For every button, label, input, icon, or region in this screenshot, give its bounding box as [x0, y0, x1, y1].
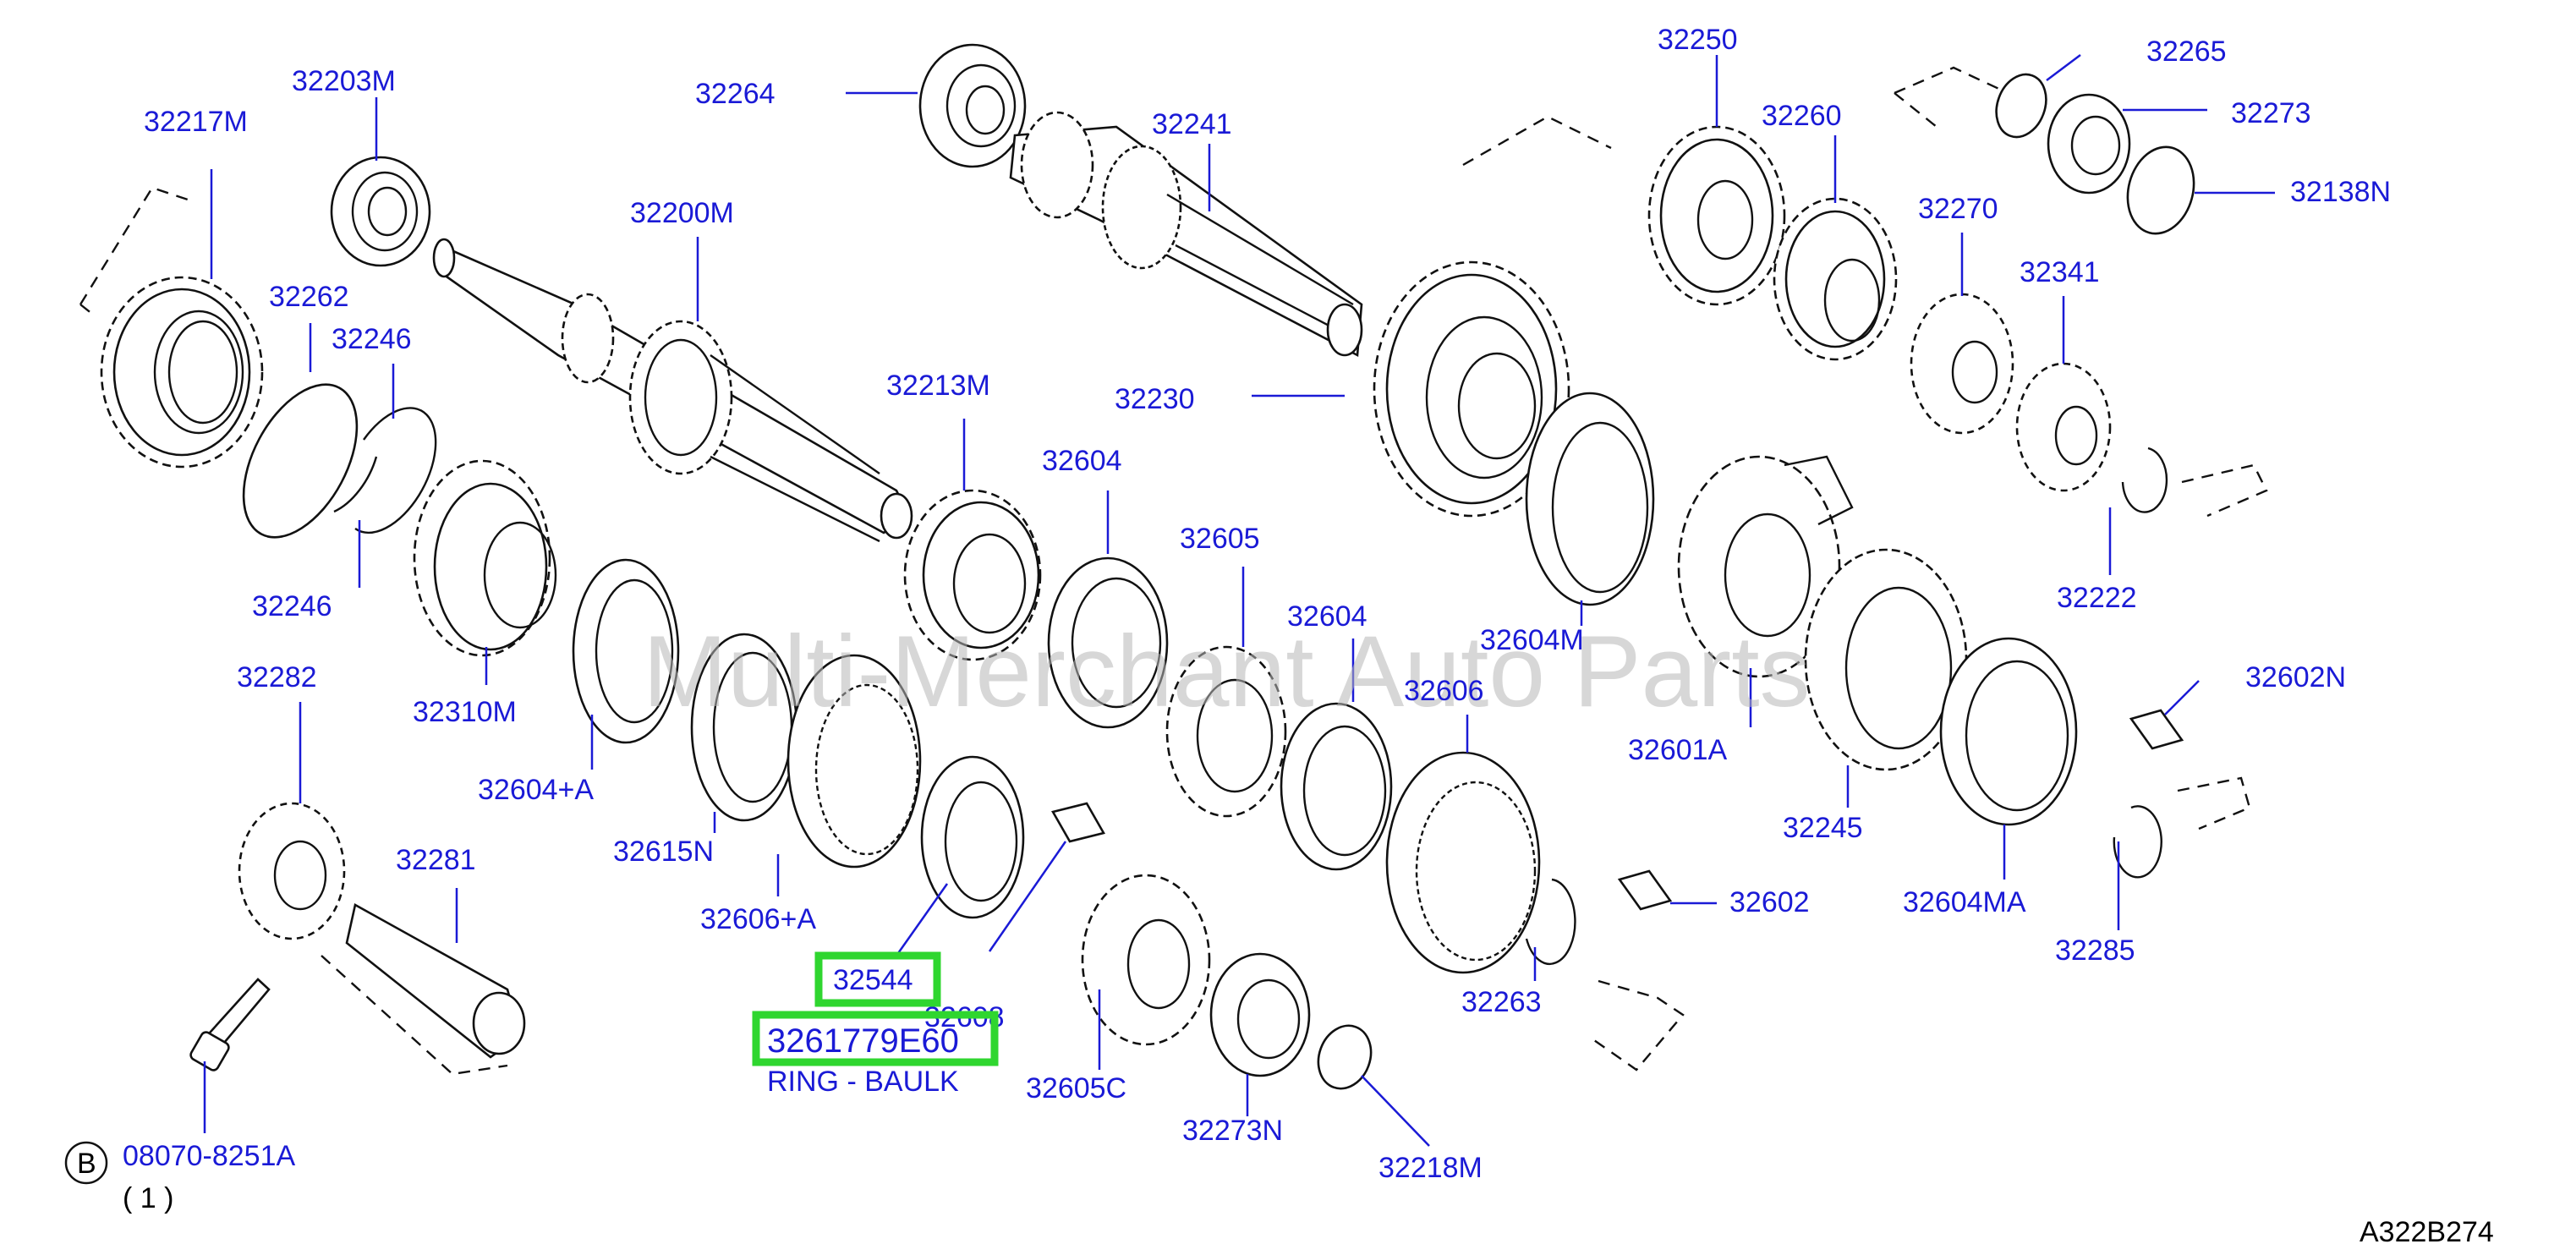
- gear-32250: [1647, 125, 1786, 306]
- diagram-code: A322B274: [2360, 1216, 2494, 1248]
- part-label-32605C[interactable]: 32605C: [1026, 1072, 1126, 1104]
- bearing-32203M: [330, 156, 431, 267]
- part-label-32213M[interactable]: 32213M: [886, 370, 990, 402]
- hub-32601A: [1677, 455, 1854, 678]
- part-label-32604-plus-A[interactable]: 32604+A: [478, 774, 594, 806]
- b-marker-label: B: [77, 1148, 96, 1180]
- part-label-32217M[interactable]: 32217M: [144, 106, 248, 138]
- selected-part-name: RING - BAULK: [767, 1066, 959, 1098]
- part-label-32263[interactable]: 32263: [1461, 986, 1542, 1018]
- part-label-32230[interactable]: 32230: [1115, 383, 1195, 415]
- quantity-label: ( 1 ): [123, 1182, 173, 1214]
- gear-32260: [1773, 197, 1898, 361]
- part-label-32222[interactable]: 32222: [2057, 582, 2137, 614]
- part-label-32606[interactable]: 32606: [1404, 675, 1484, 707]
- part-label-32273N[interactable]: 32273N: [1182, 1115, 1283, 1147]
- part-label-08070-8251A[interactable]: 08070-8251A: [123, 1140, 296, 1172]
- part-label-32246-top[interactable]: 32246: [332, 323, 412, 355]
- bearing-32264: [918, 43, 1027, 168]
- highlight-box-selected-part: [752, 1011, 999, 1066]
- line-art: [79, 43, 2268, 1090]
- selected-part[interactable]: 32544 3261779E60 RING - BAULK: [752, 951, 999, 1098]
- part-label-32281[interactable]: 32281: [396, 844, 476, 876]
- gear-32310M: [413, 459, 557, 657]
- gear-32217M: [100, 276, 264, 469]
- part-label-32273[interactable]: 32273: [2231, 97, 2311, 129]
- highlight-box-32544: [814, 951, 941, 1007]
- part-label-32604MA[interactable]: 32604MA: [1903, 886, 2026, 918]
- leader-lines: [203, 54, 2275, 1147]
- part-label-32544[interactable]: 32544: [833, 964, 913, 996]
- part-label-32602[interactable]: 32602: [1729, 886, 1810, 918]
- part-label-32264[interactable]: 32264: [695, 78, 776, 110]
- part-label-32265[interactable]: 32265: [2146, 36, 2227, 68]
- part-label-32285[interactable]: 32285: [2055, 934, 2135, 967]
- gear-32605C: [1081, 874, 1211, 1046]
- part-label-32260[interactable]: 32260: [1762, 100, 1842, 132]
- part-label-32203M[interactable]: 32203M: [292, 65, 396, 97]
- gear-32230: [1373, 260, 1570, 518]
- part-label-32601A[interactable]: 32601A: [1628, 734, 1728, 766]
- part-label-32310M[interactable]: 32310M: [413, 696, 517, 728]
- part-label-32341[interactable]: 32341: [2020, 256, 2100, 288]
- part-label-32241[interactable]: 32241: [1152, 108, 1232, 140]
- part-label-32605[interactable]: 32605: [1180, 523, 1260, 555]
- part-label-32200M[interactable]: 32200M: [630, 197, 734, 229]
- shaft-32241: [1009, 111, 1363, 358]
- part-label-32270[interactable]: 32270: [1918, 193, 1998, 225]
- part-labels: 32217M 32203M 32264 32241 32250 32265 32…: [123, 24, 2391, 1214]
- part-label-32262[interactable]: 32262: [269, 281, 349, 313]
- part-label-32245[interactable]: 32245: [1783, 812, 1863, 844]
- part-label-32246-bottom[interactable]: 32246: [252, 590, 332, 622]
- shaft-32200M: [432, 238, 913, 543]
- part-label-32604-lower[interactable]: 32604: [1287, 600, 1367, 633]
- watermark: Multi-Merchant Auto Parts: [643, 615, 1811, 728]
- part-label-32615N[interactable]: 32615N: [613, 836, 714, 868]
- gear-32341: [2015, 362, 2112, 492]
- part-label-32250[interactable]: 32250: [1658, 24, 1738, 56]
- b-marker: B: [64, 1141, 108, 1185]
- part-label-32602N[interactable]: 32602N: [2245, 661, 2346, 693]
- gear-32213M: [903, 489, 1042, 661]
- part-label-32606-plus-A[interactable]: 32606+A: [700, 903, 816, 935]
- gear-32270: [1910, 293, 2014, 435]
- selected-part-number[interactable]: 3261779E60: [767, 1022, 959, 1060]
- gear-32282: [238, 802, 346, 940]
- part-label-32604M[interactable]: 32604M: [1480, 624, 1584, 656]
- part-label-32218M[interactable]: 32218M: [1378, 1152, 1483, 1184]
- part-label-32282[interactable]: 32282: [237, 661, 317, 693]
- part-label-32604-upper[interactable]: 32604: [1042, 445, 1122, 477]
- part-label-32138N[interactable]: 32138N: [2290, 176, 2391, 208]
